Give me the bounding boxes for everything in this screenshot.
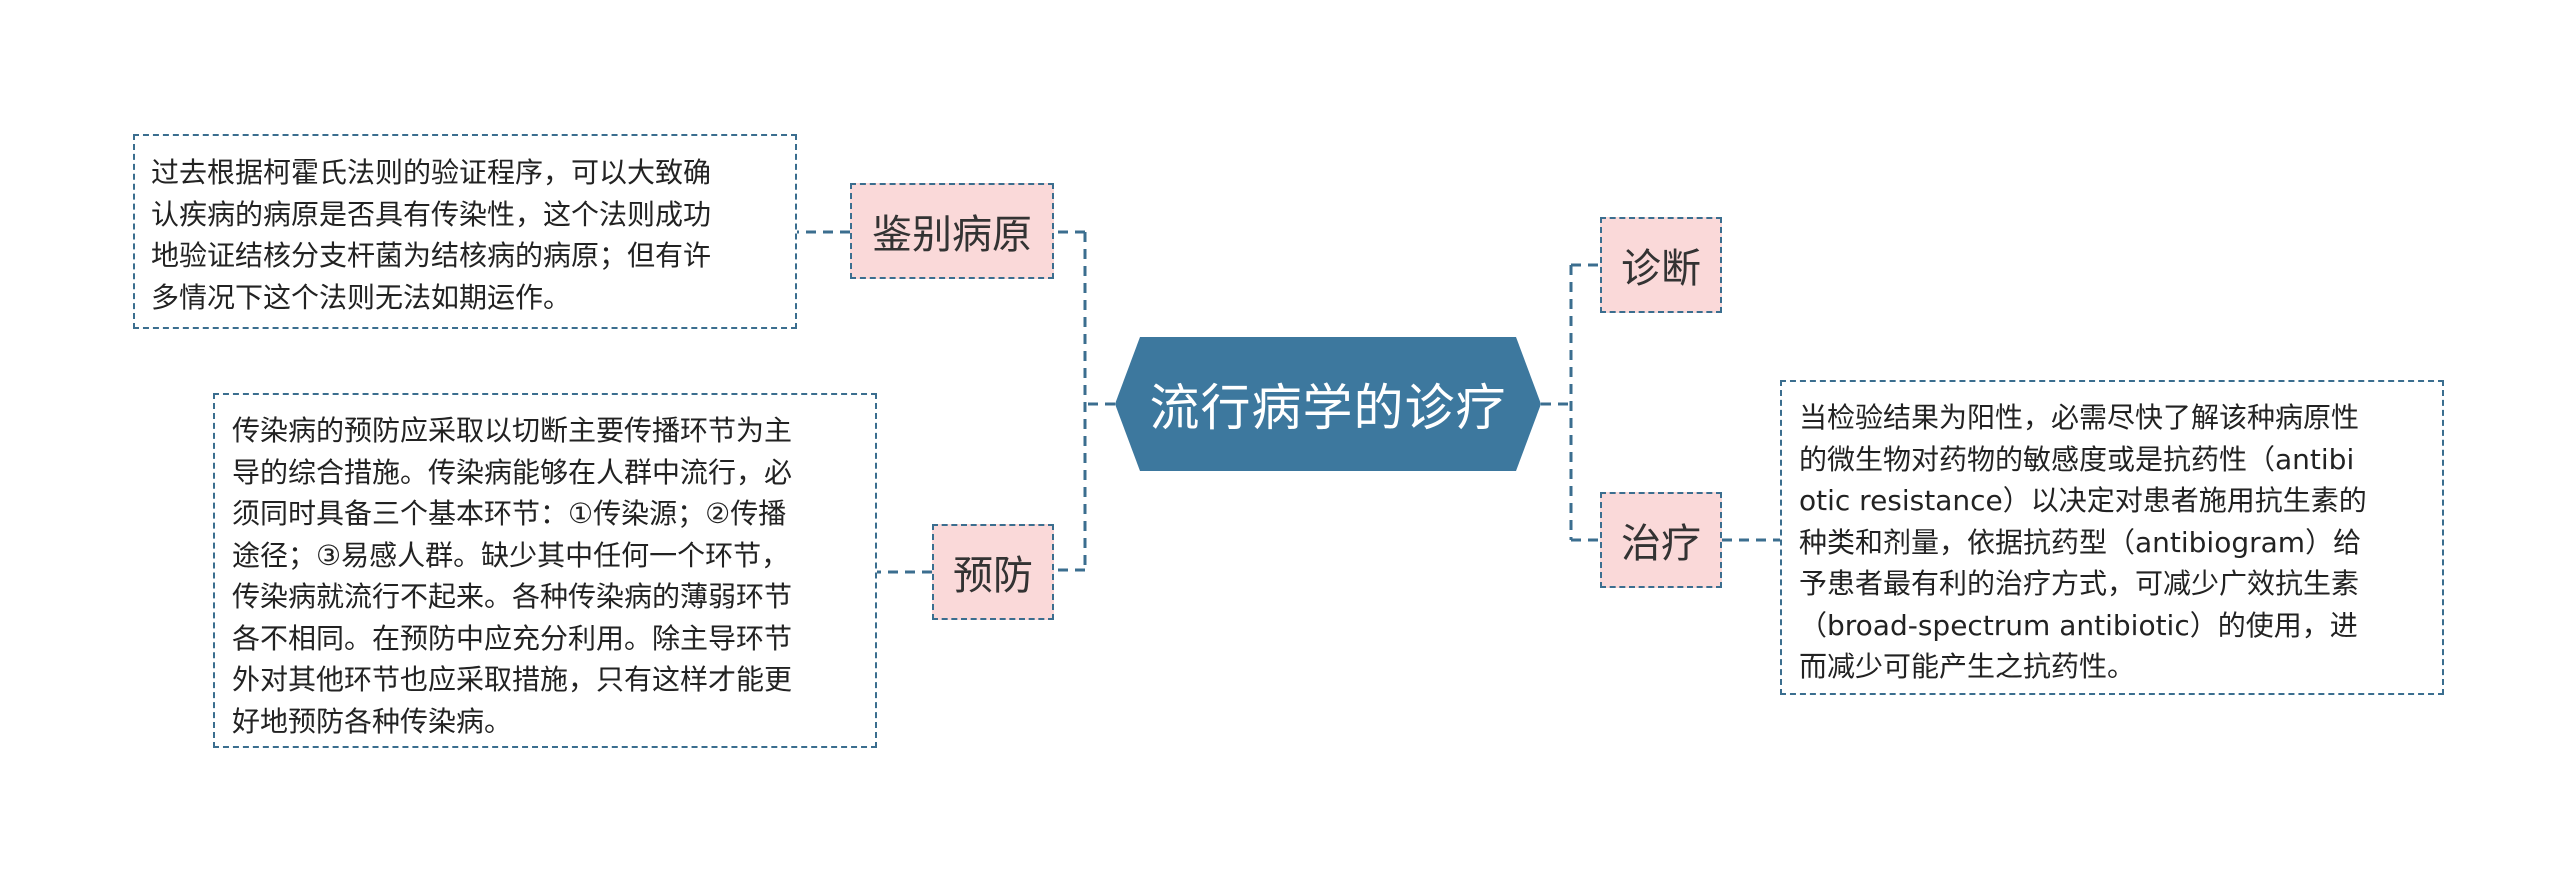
note-line: 过去根据柯霍氏法则的验证程序，可以大致确 [151,156,712,189]
topic-label: 治疗 [1621,521,1701,567]
topic-label: 预防 [953,553,1033,599]
note-line: 传染病就流行不起来。各种传染病的薄弱环节 [232,580,793,613]
note-line: 好地预防各种传染病。 [232,704,513,738]
note-line: 外对其他环节也应采取措施，只有这样才能更 [232,663,793,696]
note-zhiliao: 当检验结果为阳性，必需尽快了解该种病原性 的微生物对药物的敏感度或是抗药性（an… [1780,380,2444,695]
note-yufang: 传染病的预防应采取以切断主要传播环节为主 导的综合措施。传染病能够在人群中流行，… [213,393,877,748]
note-line: 各不相同。在预防中应充分利用。除主导环节 [232,621,793,655]
note-line: 途径；③易感人群。缺少其中任何一个环节， [232,538,790,572]
note-line: 的微生物对药物的敏感度或是抗药性（antibi [1799,442,2355,476]
topic-yufang[interactable]: 预防 [932,524,1054,620]
note-line: 导的综合措施。传染病能够在人群中流行，必 [232,455,793,489]
topic-zhenduan[interactable]: 诊断 [1600,217,1722,313]
central-topic-label: 流行病学的诊疗 [1149,379,1507,437]
note-line: otic resistance）以决定对患者施用抗生素的 [1799,484,2367,517]
topic-label: 鉴别病原 [872,212,1032,258]
note-line: 认疾病的病原是否具有传染性，这个法则成功 [151,197,712,231]
note-jianbie-bingyuan: 过去根据柯霍氏法则的验证程序，可以大致确 认疾病的病原是否具有传染性，这个法则成… [133,134,797,329]
note-line: 须同时具备三个基本环节：①传染源；②传播 [232,497,787,530]
topic-jianbie-bingyuan[interactable]: 鉴别病原 [850,183,1054,279]
note-line: 予患者最有利的治疗方式，可减少广效抗生素 [1799,567,2360,600]
note-line: （broad-spectrum antibiotic）的使用，进 [1799,608,2358,642]
note-line: 当检验结果为阳性，必需尽快了解该种病原性 [1799,401,2360,434]
topic-zhiliao[interactable]: 治疗 [1600,492,1722,588]
central-topic[interactable]: 流行病学的诊疗 [1115,337,1541,471]
note-line: 多情况下这个法则无法如期运作。 [151,280,572,314]
note-line: 而减少可能产生之抗药性。 [1799,650,2136,683]
note-line: 地验证结核分支杆菌为结核病的病原；但有许 [151,239,712,272]
topic-label: 诊断 [1621,246,1701,292]
central-hexagon [1115,337,1541,471]
note-line: 种类和剂量，依据抗药型（antibiogram）给 [1799,525,2362,559]
note-line: 传染病的预防应采取以切断主要传播环节为主 [232,414,793,447]
